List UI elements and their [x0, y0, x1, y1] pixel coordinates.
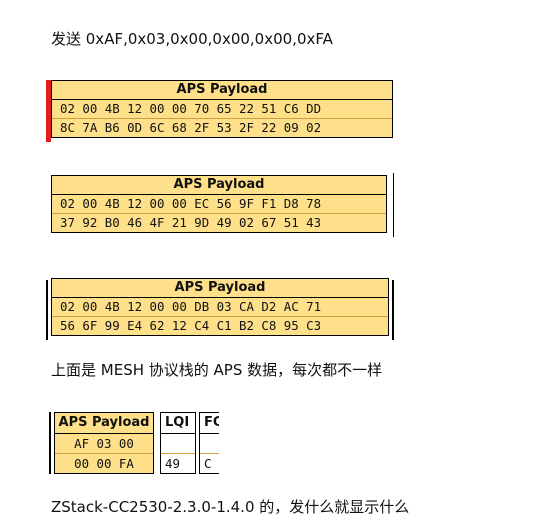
- column-divider: [392, 280, 394, 340]
- payload-row: 37 92 B0 46 4F 21 9D 49 02 67 51 43: [52, 213, 386, 232]
- send-command-text: 发送 0xAF,0x03,0x00,0x00,0x00,0xFA: [51, 30, 333, 48]
- aps-payload-header: APS Payload: [52, 81, 392, 100]
- payload-row: 8C 7A B6 0D 6C 68 2F 53 2F 22 09 02: [52, 118, 392, 137]
- payload-row: 02 00 4B 12 00 00 EC 56 9F F1 D8 78: [60, 196, 322, 211]
- small-payload-row: 00 00 FA: [55, 453, 153, 473]
- aps-payload-block-2: APS Payload 02 00 4B 12 00 00 EC 56 9F F…: [51, 175, 387, 233]
- aps-payload-header: APS Payload: [52, 176, 386, 195]
- mesh-note-text: 上面是 MESH 协议栈的 APS 数据，每次都不一样: [51, 361, 383, 379]
- footer-note-text: ZStack-CC2530-2.3.0-1.4.0 的，发什么就显示什么: [51, 498, 410, 516]
- aps-payload-block-1: APS Payload 02 00 4B 12 00 00 70 65 22 5…: [51, 80, 393, 138]
- small-payload-row: AF 03 00: [74, 436, 134, 451]
- lqi-value: 49: [161, 453, 195, 473]
- aps-payload-block-3: APS Payload 02 00 4B 12 00 00 DB 03 CA D…: [51, 278, 389, 336]
- fc-header: FC: [200, 413, 219, 434]
- payload-row: 02 00 4B 12 00 00 70 65 22 51 C6 DD: [60, 101, 322, 116]
- payload-row: 56 6F 99 E4 62 12 C4 C1 B2 C8 95 C3: [52, 316, 388, 335]
- lqi-header: LQI: [161, 413, 195, 434]
- lqi-column: LQI 49: [160, 412, 196, 474]
- column-divider: [49, 412, 51, 474]
- small-aps-payload-header: APS Payload: [55, 413, 153, 434]
- column-divider: [46, 280, 48, 340]
- aps-payload-header: APS Payload: [52, 279, 388, 298]
- small-aps-payload: APS Payload AF 03 00 00 00 FA: [54, 412, 154, 474]
- selection-marker: [46, 80, 51, 142]
- payload-row: 02 00 4B 12 00 00 DB 03 CA D2 AC 71: [60, 299, 322, 314]
- column-divider: [393, 173, 394, 237]
- fc-column: FC C: [199, 412, 219, 474]
- fc-value: C: [200, 453, 219, 473]
